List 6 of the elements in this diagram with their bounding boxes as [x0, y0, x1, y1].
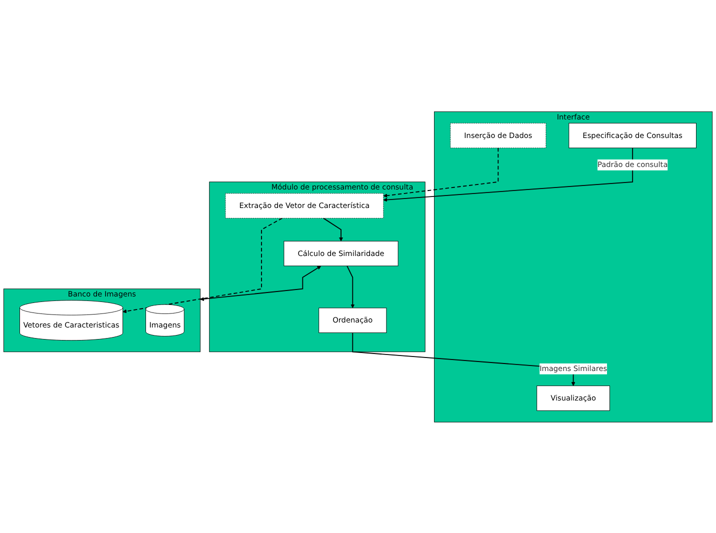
- arrow: [346, 265, 355, 308]
- arrow: [200, 265, 322, 301]
- arrow: [122, 217, 283, 313]
- arrow: [383, 147, 634, 202]
- arrow: [322, 217, 344, 241]
- arrow: [383, 147, 499, 198]
